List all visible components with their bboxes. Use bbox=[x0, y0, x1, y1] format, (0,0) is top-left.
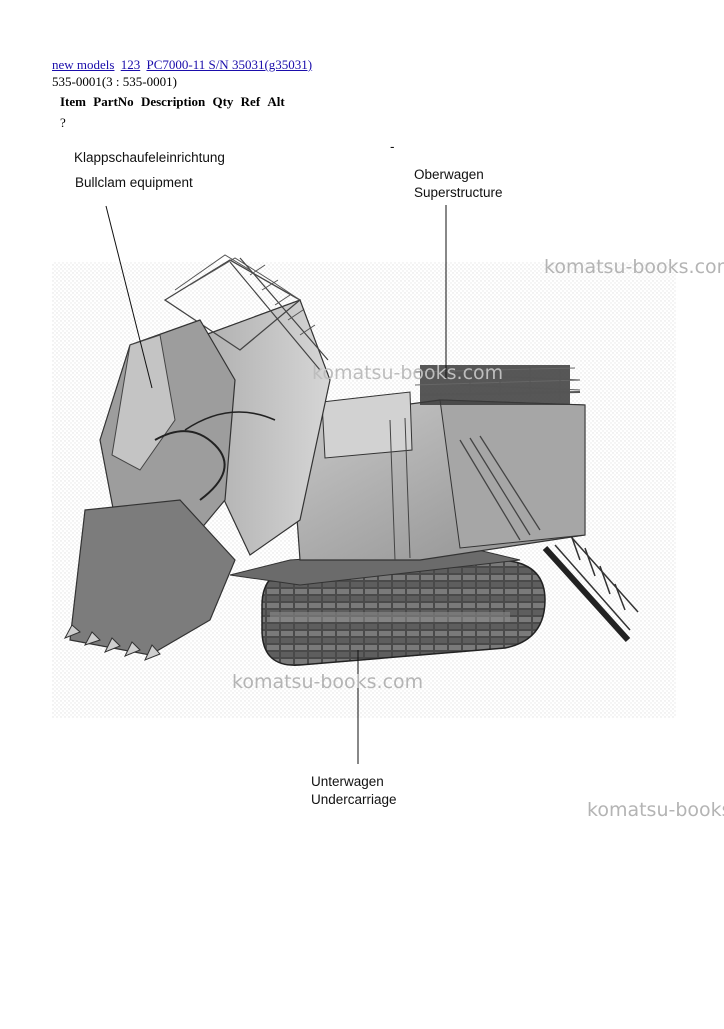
col-ref: Ref bbox=[240, 94, 261, 109]
col-description: Description bbox=[140, 94, 206, 109]
label-dash: - bbox=[390, 139, 395, 154]
watermark-right-lower: komatsu-books.com bbox=[587, 799, 724, 821]
label-undercarriage-de: Unterwagen bbox=[311, 774, 384, 789]
parts-table-header: Item PartNo Description Qty Ref Alt bbox=[60, 94, 285, 110]
undercarriage bbox=[229, 547, 546, 666]
col-partno: PartNo bbox=[93, 94, 134, 109]
label-superstructure-en: Superstructure bbox=[414, 185, 503, 200]
breadcrumb-link-123[interactable]: 123 bbox=[120, 57, 141, 72]
page-subtitle: 535-0001(3 : 535-0001) bbox=[52, 74, 177, 89]
watermark-top-right: komatsu-books.com bbox=[544, 256, 724, 278]
col-qty: Qty bbox=[212, 94, 234, 109]
leader-lines bbox=[105, 205, 447, 764]
label-superstructure-de: Oberwagen bbox=[414, 167, 484, 182]
boarding-ladder bbox=[542, 529, 639, 643]
breadcrumb-link-new-models[interactable]: new models bbox=[52, 57, 115, 72]
placeholder-mark: ? bbox=[60, 115, 66, 130]
watermark-bottom: komatsu-books.com bbox=[232, 671, 424, 693]
watermark-center: komatsu-books.com bbox=[312, 362, 504, 384]
superstructure bbox=[289, 365, 586, 561]
breadcrumb: new models 123 PC7000-11 S/N 35031(g3503… bbox=[52, 57, 312, 73]
col-item: Item bbox=[60, 94, 86, 109]
label-bullclam-de: Klappschaufeleinrichtung bbox=[74, 150, 225, 165]
boom bbox=[163, 254, 331, 556]
bullclam-bucket bbox=[63, 319, 276, 661]
label-bullclam-en: Bullclam equipment bbox=[75, 175, 193, 190]
breadcrumb-link-model[interactable]: PC7000-11 S/N 35031(g35031) bbox=[146, 57, 313, 72]
railings bbox=[459, 365, 581, 400]
label-undercarriage-en: Undercarriage bbox=[311, 792, 397, 807]
col-alt: Alt bbox=[267, 94, 285, 109]
